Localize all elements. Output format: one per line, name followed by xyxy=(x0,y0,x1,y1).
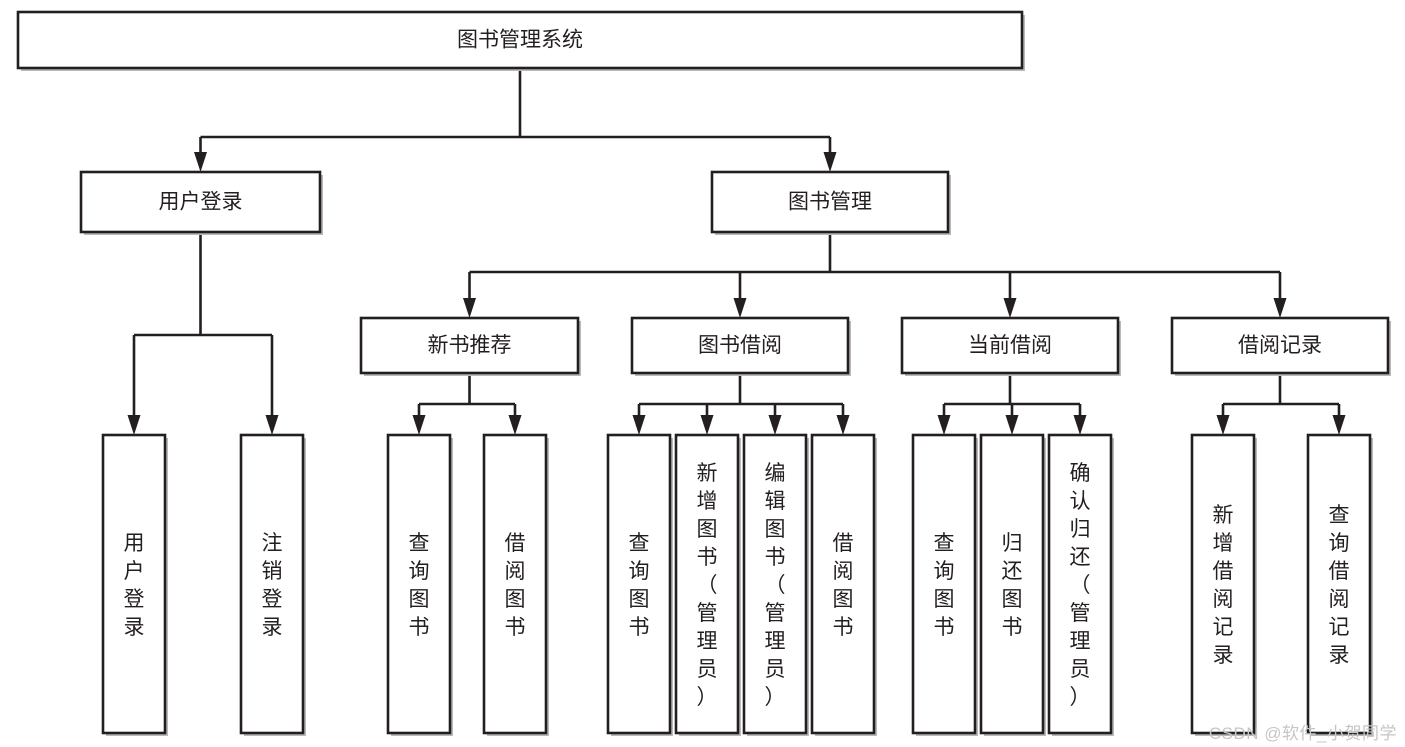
node-label: 用户登录 xyxy=(159,191,243,214)
node-box[interactable] xyxy=(900,316,1120,375)
arrow-head-icon xyxy=(733,298,747,318)
node-label: 图书借阅 xyxy=(698,334,782,357)
arrow-head-icon xyxy=(1003,298,1017,318)
node-box[interactable] xyxy=(101,433,167,735)
node-label: 注销登录 xyxy=(262,532,283,639)
node-box[interactable] xyxy=(239,433,305,735)
node-label: 图书管理 xyxy=(788,191,872,214)
node-label: 新增图书（管理员） xyxy=(697,462,718,709)
node-box[interactable] xyxy=(1306,433,1372,735)
node-label: 归还图书 xyxy=(1002,532,1023,639)
node-label: 确认归还（管理员） xyxy=(1070,462,1091,709)
arrow-head-icon xyxy=(463,298,476,318)
arrow-head-icon xyxy=(632,415,646,435)
arrow-head-icon xyxy=(194,152,207,172)
node-leaf-logout[interactable]: 注销登录 xyxy=(239,433,306,736)
node-leaf-return-book[interactable]: 归还图书 xyxy=(979,433,1046,736)
node-leaf-borrow-book[interactable]: 借阅图书 xyxy=(810,433,877,736)
node-leaf-edit-book[interactable]: 编辑图书（管理员） xyxy=(742,433,809,736)
node-box[interactable] xyxy=(1190,433,1256,735)
node-box[interactable] xyxy=(710,170,950,234)
node-book-borrow[interactable]: 图书借阅 xyxy=(630,316,851,376)
node-box[interactable] xyxy=(911,433,977,735)
node-box[interactable] xyxy=(386,433,452,735)
node-label: 新书推荐 xyxy=(428,334,512,357)
arrow-head-icon xyxy=(508,415,522,435)
node-box[interactable] xyxy=(79,170,322,234)
node-root[interactable]: 图书管理系统 xyxy=(16,10,1025,71)
node-label: 查询图书 xyxy=(934,532,955,639)
node-box[interactable] xyxy=(1047,433,1113,735)
arrow-head-icon xyxy=(700,415,714,435)
node-leaf-query-book-borrow[interactable]: 查询图书 xyxy=(606,433,673,736)
node-leaf-query-book-current[interactable]: 查询图书 xyxy=(911,433,978,736)
arrow-head-icon xyxy=(937,415,951,435)
arrow-head-icon xyxy=(1332,415,1346,435)
node-label: 借阅图书 xyxy=(833,532,854,639)
arrow-head-icon xyxy=(1273,298,1287,318)
node-leaf-borrow-book-recommend[interactable]: 借阅图书 xyxy=(482,433,549,736)
node-label: 查询图书 xyxy=(629,532,650,639)
node-box[interactable] xyxy=(674,433,740,735)
node-label: 图书管理系统 xyxy=(457,29,583,52)
node-box[interactable] xyxy=(606,433,672,735)
node-book-manage[interactable]: 图书管理 xyxy=(710,170,951,235)
node-leaf-add-book[interactable]: 新增图书（管理员） xyxy=(674,433,741,736)
arrow-head-icon xyxy=(412,415,426,435)
node-leaf-query-book-recommend[interactable]: 查询图书 xyxy=(386,433,453,736)
arrow-head-icon xyxy=(836,415,850,435)
node-box[interactable] xyxy=(979,433,1045,735)
node-label: 当前借阅 xyxy=(968,334,1052,357)
node-current-borrow[interactable]: 当前借阅 xyxy=(900,316,1121,376)
arrow-head-icon xyxy=(1005,415,1019,435)
node-box[interactable] xyxy=(359,316,580,375)
node-borrow-record[interactable]: 借阅记录 xyxy=(1170,316,1391,376)
node-box[interactable] xyxy=(810,433,876,735)
arrow-head-icon xyxy=(823,152,837,172)
arrow-head-icon xyxy=(265,415,279,435)
node-leaf-add-borrow-record[interactable]: 新增借阅记录 xyxy=(1190,433,1257,736)
node-box[interactable] xyxy=(742,433,808,735)
node-box[interactable] xyxy=(16,10,1024,70)
watermark-label: CSDN @软件_小贺同学 xyxy=(1208,724,1397,743)
connector-layer xyxy=(127,68,1346,435)
node-new-book-recommend[interactable]: 新书推荐 xyxy=(359,316,581,376)
node-label: 查询图书 xyxy=(409,532,430,639)
node-label: 借阅记录 xyxy=(1238,334,1322,357)
arrow-head-icon xyxy=(1216,415,1230,435)
arrow-head-icon xyxy=(1073,415,1087,435)
node-box[interactable] xyxy=(630,316,850,375)
node-label: 借阅图书 xyxy=(505,532,526,639)
node-leaf-user-login[interactable]: 用户登录 xyxy=(101,433,168,736)
node-user-login[interactable]: 用户登录 xyxy=(79,170,323,235)
arrow-head-icon xyxy=(768,415,782,435)
node-leaf-confirm-return[interactable]: 确认归还（管理员） xyxy=(1047,433,1114,736)
node-label: 查询借阅记录 xyxy=(1329,504,1350,667)
node-leaf-query-borrow-record[interactable]: 查询借阅记录 xyxy=(1306,433,1373,736)
node-box[interactable] xyxy=(1170,316,1390,375)
node-label: 编辑图书（管理员） xyxy=(765,462,786,709)
node-box[interactable] xyxy=(482,433,548,735)
node-layer: 图书管理系统用户登录图书管理新书推荐图书借阅当前借阅借阅记录用户登录注销登录查询… xyxy=(16,10,1391,736)
arrow-head-icon xyxy=(127,415,141,435)
node-label: 新增借阅记录 xyxy=(1213,504,1234,667)
node-label: 用户登录 xyxy=(124,532,145,639)
